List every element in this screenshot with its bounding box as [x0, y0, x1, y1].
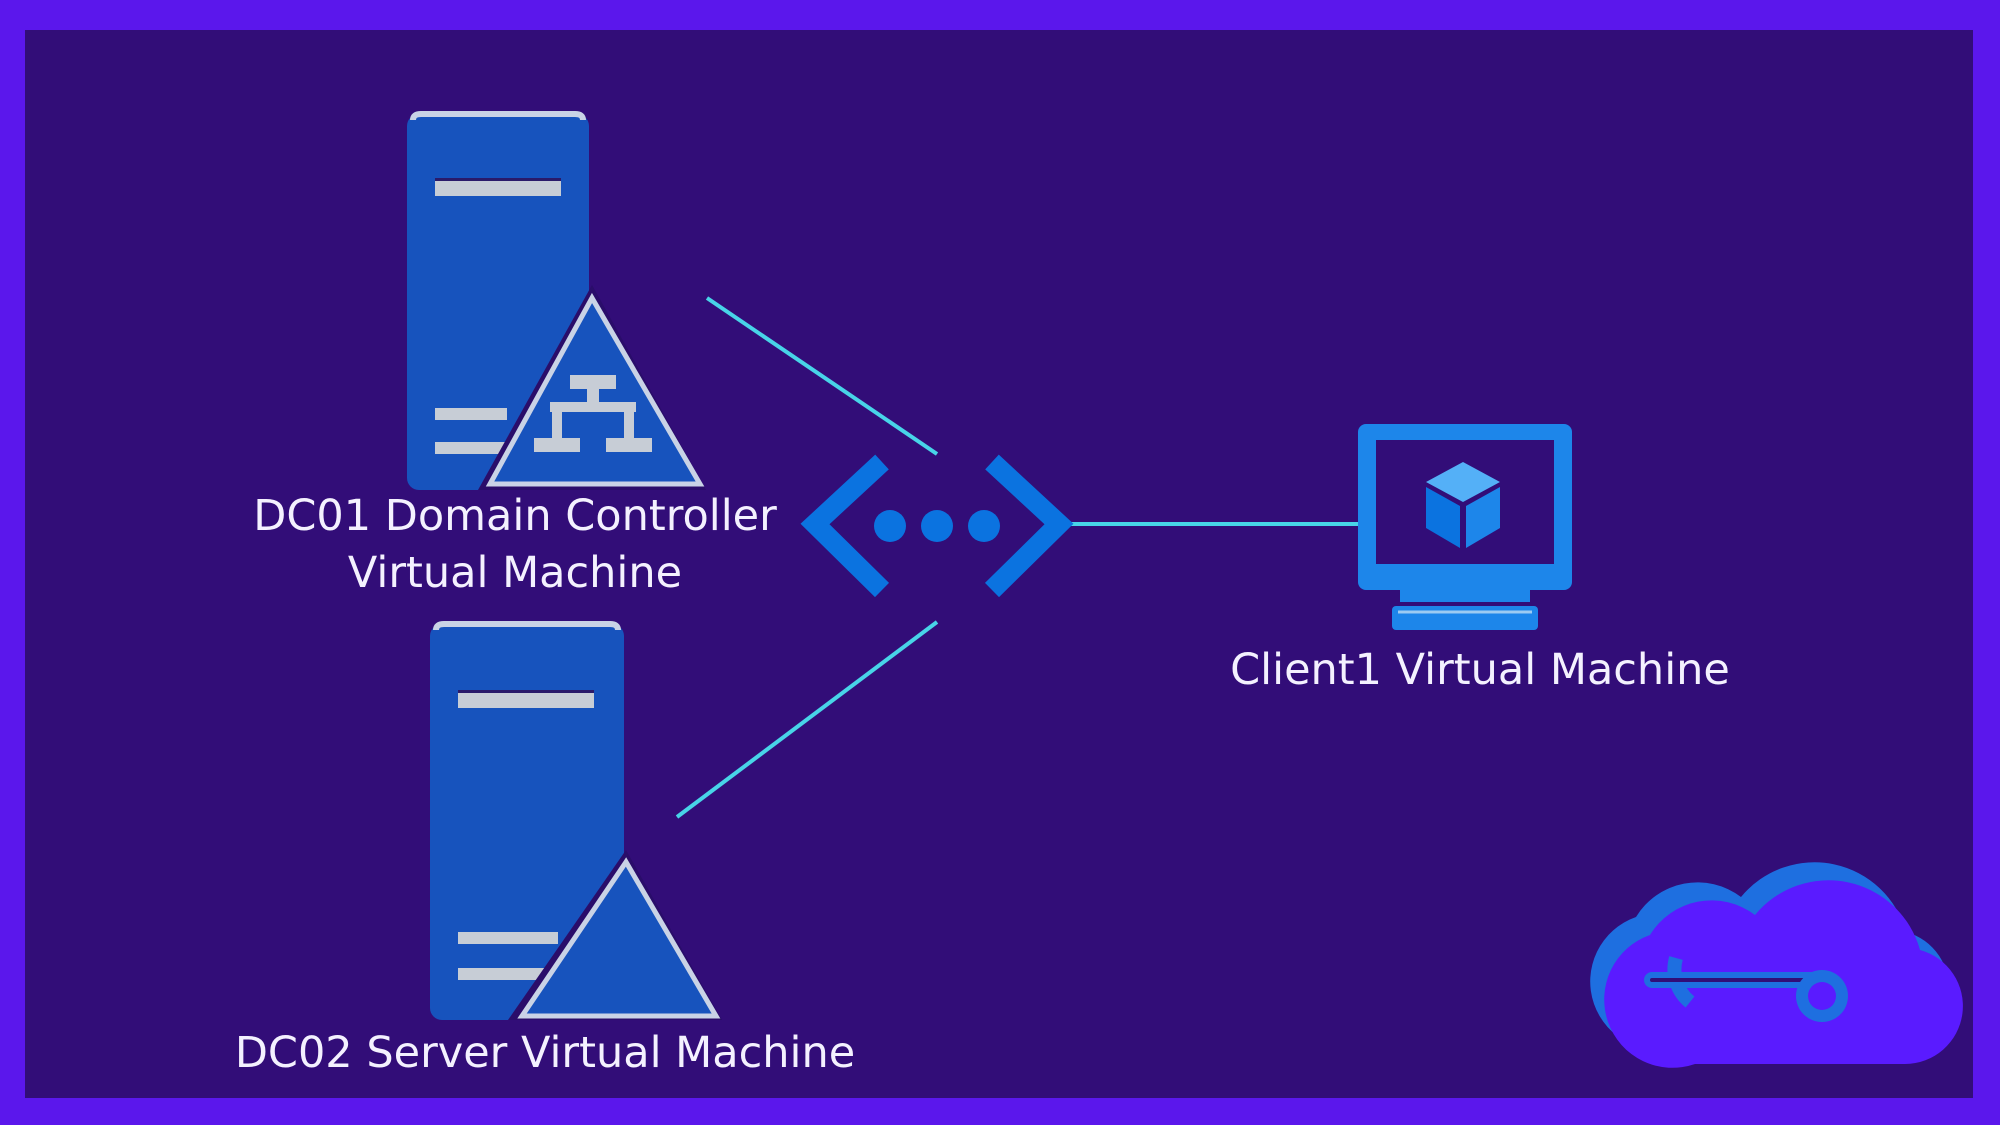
dc01-label-line2: Virtual Machine: [347, 548, 683, 598]
client1-label: Client1 Virtual Machine: [1230, 645, 1730, 695]
server-icon: [430, 621, 722, 1020]
domain-controller-server-icon: [407, 111, 706, 490]
virtual-machine-monitor-icon: [1358, 424, 1572, 630]
edge-dc01-to-network: [705, 296, 939, 456]
dc01-label: DC01 Domain Controller Virtual Machine: [215, 488, 815, 602]
dc01-label-line1: DC01 Domain Controller: [253, 491, 777, 541]
virtual-network-icon: [800, 454, 1074, 598]
cloud-logo-icon: [1590, 862, 1963, 1068]
vm-cube-glyph: [1426, 462, 1500, 548]
edge-dc02-to-network: [675, 620, 939, 819]
network-hierarchy-glyph: [534, 375, 652, 452]
dc02-label: DC02 Server Virtual Machine: [234, 1028, 856, 1078]
